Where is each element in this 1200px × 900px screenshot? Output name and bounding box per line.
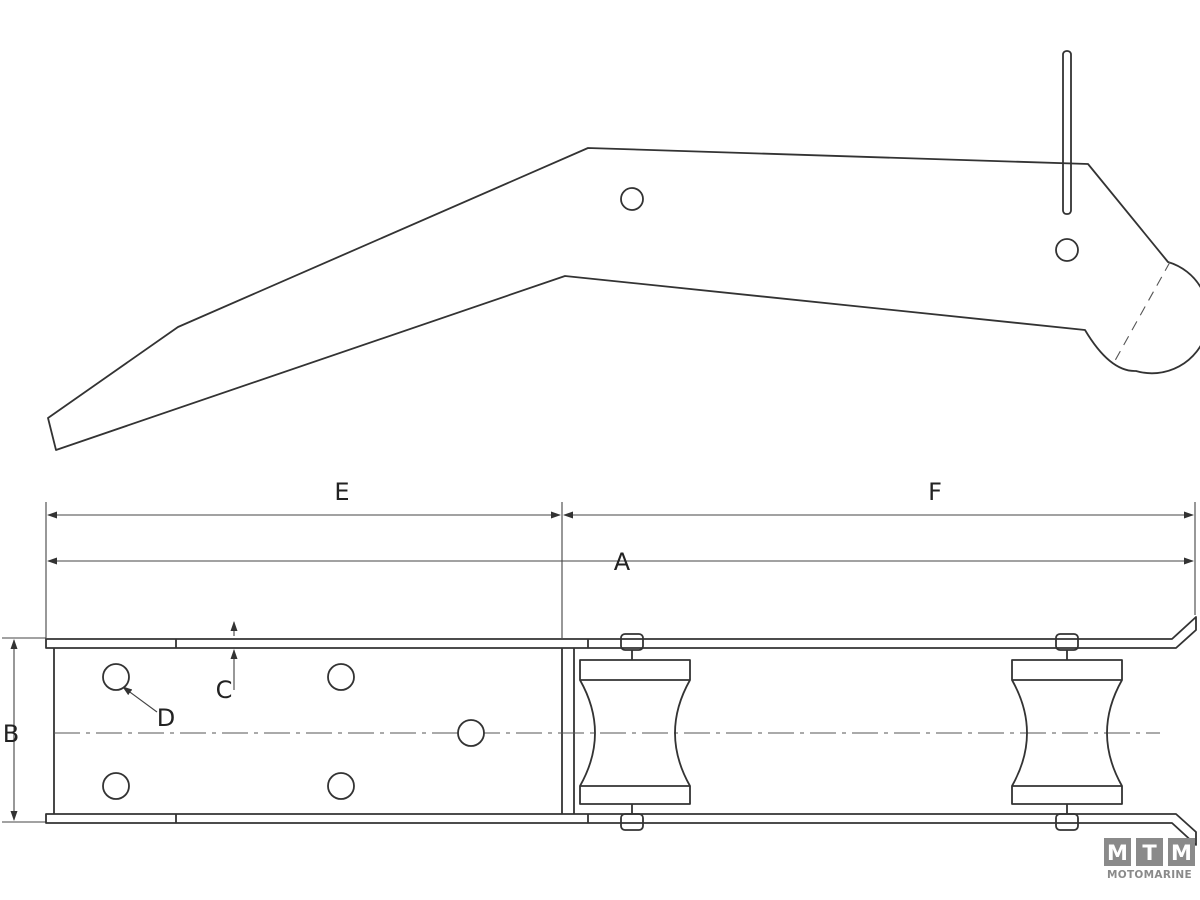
roller-front-axle-bottom [620,813,644,831]
dimension-a-label: A [614,548,631,576]
mounting-hole [327,772,355,800]
dimension-b-label: B [3,720,19,748]
side-view-outline [47,147,1200,451]
roller-hidden-edge [1111,261,1171,367]
logo-letter: M [1107,841,1128,865]
side-view-hole-rear [1055,238,1079,262]
logo-letter: T [1142,841,1157,865]
logo-letter: M [1171,841,1192,865]
roller-front [579,633,691,831]
dimension-c-label: C [216,676,233,704]
dimension-lines: E F A B C D [2,478,1196,823]
retaining-pin [1062,50,1072,215]
motomarine-logo: M T M MOTOMARINE [1104,838,1195,881]
dimension-f-label: F [928,478,942,506]
top-side-plate [45,616,1197,649]
logo-box [1168,838,1195,866]
side-view-hole-front [620,187,644,211]
top-view [45,616,1197,846]
side-view [47,50,1200,451]
roller-rear-body [1011,659,1123,805]
mounting-hole [102,663,130,691]
roller-rear [1011,633,1123,831]
bottom-side-plate [45,813,1197,846]
mounting-hole [327,663,355,691]
center-hole [457,719,485,747]
logo-box [1136,838,1163,866]
dimension-e-label: E [334,478,349,506]
roller-front-body [579,659,691,805]
dimension-d-label: D [157,704,175,732]
dimension-d-leader [122,686,158,713]
roller-rear-axle-bottom [1055,813,1079,831]
logo-box [1104,838,1131,866]
logo-wordmark: MOTOMARINE [1107,869,1192,881]
mounting-hole [102,772,130,800]
